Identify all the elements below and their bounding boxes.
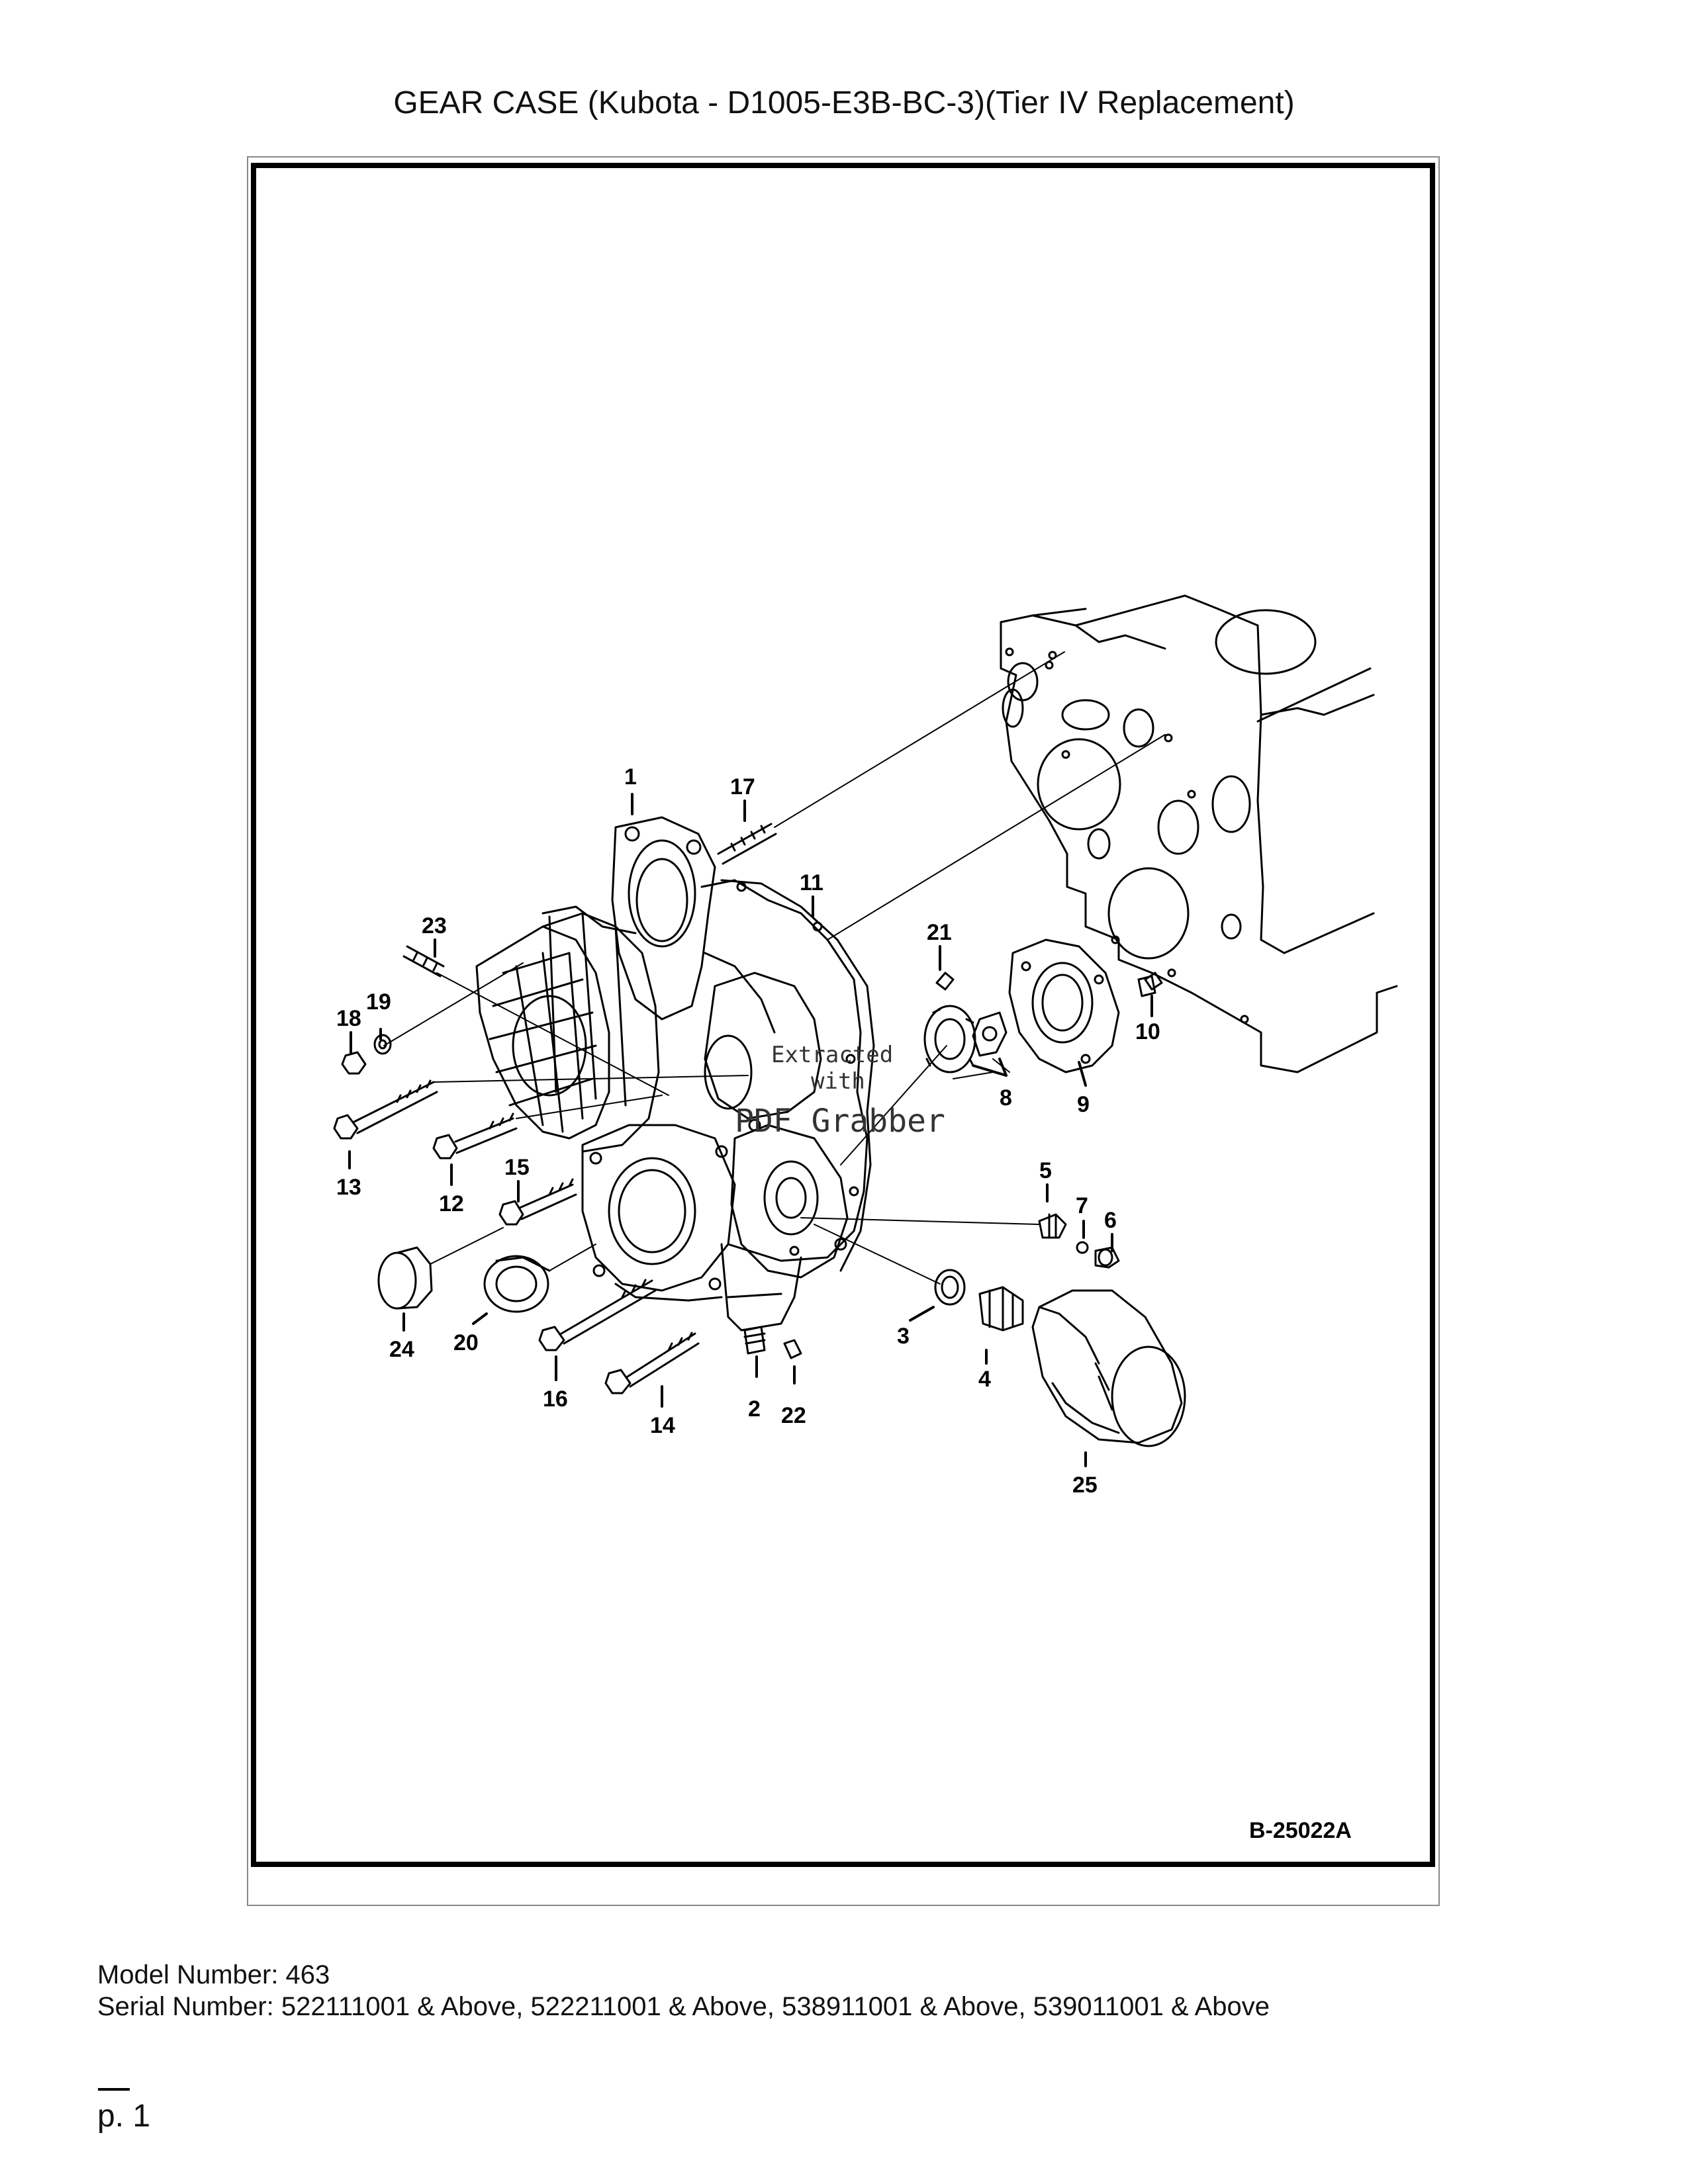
- engine-block: [1000, 594, 1398, 1073]
- callout-labels: 1 2 3 4 5 6 7 8 9 10 11 12 13 14 15 16 1…: [336, 764, 1160, 1498]
- gasket: [704, 879, 875, 1272]
- callout-21: 21: [927, 920, 952, 945]
- callout-5: 5: [1039, 1158, 1052, 1183]
- callout-6: 6: [1104, 1208, 1117, 1233]
- callout-13: 13: [336, 1175, 361, 1200]
- callout-7: 7: [1076, 1193, 1088, 1218]
- callout-24: 24: [389, 1337, 414, 1362]
- callout-17: 17: [730, 774, 755, 799]
- callout-15: 15: [504, 1155, 530, 1180]
- callout-3: 3: [897, 1324, 910, 1349]
- oil-pump-assembly: [923, 938, 1163, 1073]
- callout-2: 2: [748, 1396, 761, 1422]
- oil-seal: [483, 1255, 551, 1313]
- figure-frame: [251, 163, 1435, 1867]
- page-number: p. 1: [97, 2099, 151, 2134]
- callout-12: 12: [439, 1191, 464, 1216]
- callout-10: 10: [1135, 1019, 1160, 1044]
- watermark-line-1: Extracted: [771, 1042, 893, 1068]
- bolts: [333, 823, 1156, 1394]
- watermark: Extracted with PDF Grabber: [735, 1042, 945, 1140]
- relief-valve-parts: [1038, 1213, 1120, 1269]
- watermark-line-2: with: [811, 1068, 865, 1095]
- callout-4: 4: [978, 1367, 991, 1392]
- callout-23: 23: [422, 913, 447, 938]
- figure-code: B-25022A: [1249, 1818, 1352, 1843]
- gear-case-body: [581, 972, 849, 1332]
- figure-frame-outer: [247, 156, 1440, 1906]
- model-number: Model Number: 463: [97, 1960, 330, 1989]
- callout-18: 18: [336, 1006, 361, 1031]
- callout-9: 9: [1077, 1092, 1090, 1117]
- callout-leaders: [348, 793, 1153, 1467]
- callout-11: 11: [800, 870, 823, 895]
- callout-25: 25: [1072, 1473, 1098, 1498]
- page-number-rule: [98, 2088, 130, 2091]
- callout-19: 19: [366, 989, 391, 1015]
- callout-16: 16: [543, 1387, 568, 1412]
- page-title: GEAR CASE (Kubota - D1005-E3B-BC-3)(Tier…: [393, 85, 1295, 120]
- callout-1: 1: [624, 764, 637, 790]
- water-pump-housing: [475, 912, 660, 1153]
- callout-8: 8: [1000, 1085, 1012, 1111]
- watermark-line-3: PDF Grabber: [735, 1103, 945, 1140]
- callout-20: 20: [453, 1330, 479, 1355]
- callout-14: 14: [650, 1413, 675, 1438]
- oil-filter-parts: [934, 1269, 1186, 1447]
- callout-22: 22: [781, 1403, 806, 1428]
- cap: [377, 1246, 433, 1310]
- serial-number: Serial Number: 522111001 & Above, 522211…: [97, 1992, 1270, 2021]
